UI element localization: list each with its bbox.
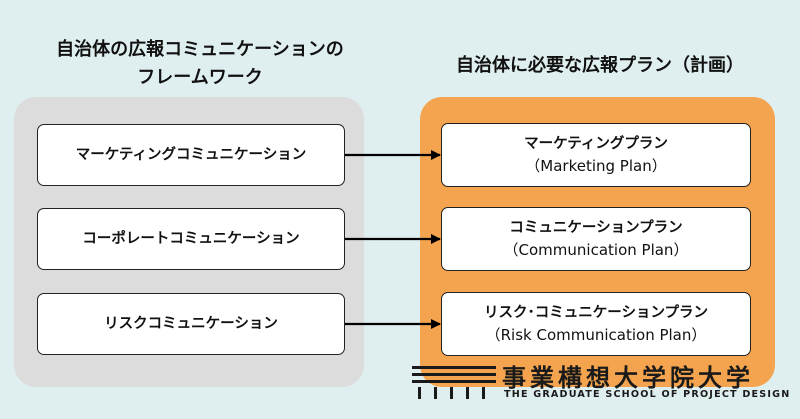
plan-box-communication: コミュニケーションプラン （Communication Plan） [441, 207, 751, 271]
logo-stripes-icon [412, 366, 496, 399]
plan-box-marketing-jp: マーケティングプラン [524, 136, 668, 152]
left-heading: 自治体の広報コミュニケーションの フレームワーク [20, 36, 380, 92]
framework-box-corporate: コーポレートコミュニケーション [37, 208, 345, 270]
plan-box-marketing-en: （Marketing Plan） [525, 157, 667, 175]
plan-box-marketing: マーケティングプラン （Marketing Plan） [441, 123, 751, 187]
framework-box-marketing: マーケティングコミュニケーション [37, 124, 345, 186]
logo-jp-text: 事業構想大学院大学 [502, 363, 754, 392]
university-logo: 事業構想大学院大学 THE GRADUATE SCHOOL OF PROJECT… [412, 358, 789, 410]
plan-box-communication-jp: コミュニケーションプラン [509, 220, 683, 236]
plan-box-communication-en: （Communication Plan） [503, 241, 689, 259]
left-heading-line2: フレームワーク [137, 67, 263, 88]
left-heading-line1: 自治体の広報コミュニケーションの [56, 39, 344, 60]
plan-box-risk: リスク･コミュニケーションプラン （Risk Communication Pla… [441, 292, 751, 356]
framework-box-risk: リスクコミュニケーション [37, 293, 345, 355]
plan-box-risk-en: （Risk Communication Plan） [485, 326, 707, 344]
logo-en-text: THE GRADUATE SCHOOL OF PROJECT DESIGN [504, 389, 791, 400]
right-heading: 自治体に必要な広報プラン（計画） [456, 55, 744, 76]
plan-box-risk-jp: リスク･コミュニケーションプラン [483, 305, 709, 321]
